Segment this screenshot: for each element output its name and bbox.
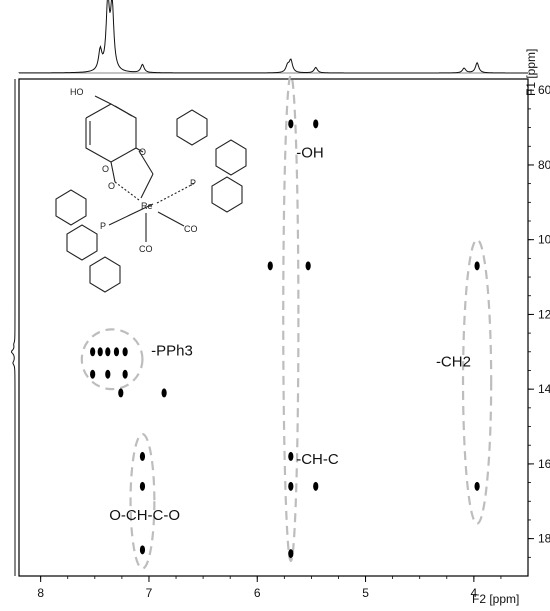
cross-peak	[267, 261, 273, 271]
cross-peak	[105, 369, 111, 379]
grouping-ellipse	[461, 238, 493, 525]
atom-label: CO	[184, 224, 198, 234]
f1-projection	[11, 79, 16, 576]
atom-label: O	[102, 164, 109, 174]
cross-peak	[90, 347, 96, 357]
atom-label: HO	[70, 87, 84, 97]
cross-peak	[113, 347, 120, 357]
cross-peak	[122, 347, 128, 357]
grouping-ellipse	[80, 328, 144, 391]
cross-peak	[161, 388, 167, 398]
atom-label: O	[108, 181, 115, 191]
cross-peak	[118, 388, 124, 398]
grouping-ellipse	[129, 432, 156, 570]
cross-peak	[288, 119, 294, 129]
group-label: O-CH-C-O	[109, 507, 180, 524]
f1-projection-trace	[11, 79, 16, 576]
atom-label: P	[190, 178, 196, 188]
cross-peak	[313, 119, 319, 129]
y-tick-label: 180	[538, 532, 550, 546]
atom-label: O	[139, 147, 146, 157]
y-tick-label: 140	[538, 382, 550, 396]
y-axis-ticks: 60 80 100 120 140 160 180	[528, 83, 550, 558]
cross-peak	[474, 261, 480, 271]
atom-label: P	[100, 221, 106, 231]
cross-peak	[97, 347, 103, 357]
molecule-atom-labels: HO O O O P P Re CO CO	[70, 87, 198, 254]
x-axis-ticks: 8 7 6 5 4	[37, 576, 502, 600]
atom-label: Re	[141, 201, 153, 211]
cross-peak	[474, 481, 480, 491]
x-tick-label: 6	[254, 586, 261, 600]
cross-peak	[139, 545, 146, 555]
y-tick-label: 60	[538, 83, 550, 97]
x-tick-label: 5	[362, 586, 369, 600]
y-tick-label: 100	[538, 233, 550, 247]
x-tick-label: 7	[146, 586, 153, 600]
y-tick-label: 160	[538, 457, 550, 471]
x-tick-label: 8	[37, 586, 44, 600]
cross-peak	[90, 369, 96, 379]
group-label: -PPh3	[151, 343, 193, 360]
x-tick-label: 4	[471, 586, 478, 600]
group-label: -OH	[296, 144, 324, 161]
cross-peak	[313, 481, 319, 491]
molecule-structure	[55, 95, 247, 293]
f2-projection-trace	[18, 0, 529, 74]
cross-peaks	[90, 119, 480, 559]
grouping-ellipses	[80, 74, 493, 570]
group-label: -CH2	[436, 354, 471, 371]
atom-label: CO	[139, 244, 153, 254]
x-axis-label: F2 [ppm]	[472, 592, 519, 606]
grouping-ellipse	[282, 74, 300, 563]
cross-peak	[288, 481, 294, 491]
f2-projection	[18, 0, 529, 74]
cross-peak	[305, 261, 311, 271]
cross-peak	[288, 451, 294, 461]
y-axis-label: F1 [ppm]	[524, 49, 538, 96]
plot-frame	[18, 78, 529, 577]
cross-peak	[139, 481, 146, 491]
cross-peak	[122, 369, 128, 379]
y-tick-label: 120	[538, 307, 550, 321]
cross-peak	[139, 451, 146, 461]
cross-peak	[288, 549, 294, 559]
cross-peak	[105, 347, 111, 357]
group-label: -CH-C	[296, 451, 339, 468]
y-tick-label: 80	[538, 158, 550, 172]
